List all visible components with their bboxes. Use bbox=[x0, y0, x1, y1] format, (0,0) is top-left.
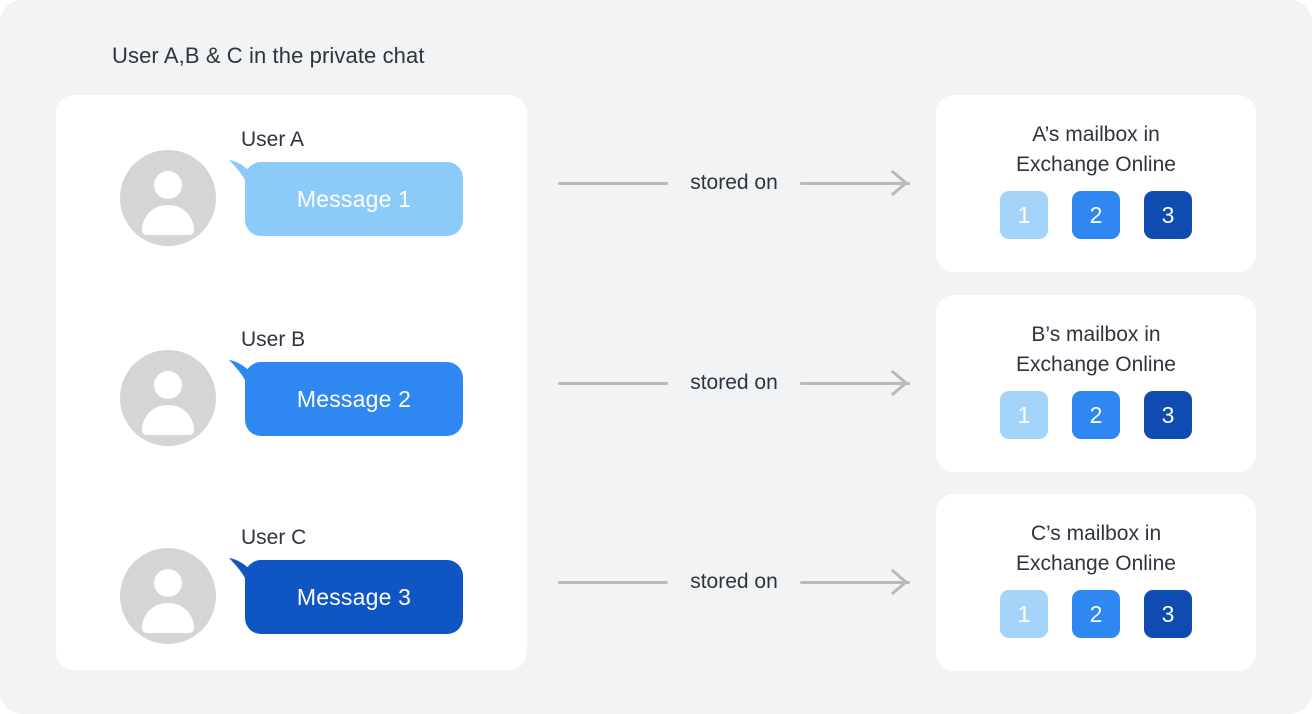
person-icon-head bbox=[154, 171, 182, 199]
connector-arrow: stored on bbox=[558, 566, 910, 598]
avatar bbox=[120, 350, 216, 446]
person-icon-head bbox=[154, 569, 182, 597]
arrow-right-icon bbox=[890, 169, 909, 197]
message-chip: 2 bbox=[1072, 391, 1120, 439]
person-icon-body bbox=[142, 205, 194, 235]
connector-label: stored on bbox=[690, 371, 778, 394]
chat-row: User B Message 2 bbox=[56, 320, 527, 480]
connector-line-right bbox=[800, 581, 910, 584]
mailbox-card: A’s mailbox in Exchange Online 1 2 3 bbox=[936, 95, 1256, 272]
message-bubble: Message 1 bbox=[245, 162, 463, 236]
connector-label: stored on bbox=[690, 171, 778, 194]
message-bubble-wrap: Message 1 bbox=[229, 160, 463, 236]
arrow-right-icon bbox=[890, 568, 909, 596]
user-label: User C bbox=[241, 526, 307, 549]
mailbox-message-list: 1 2 3 bbox=[936, 391, 1256, 439]
mailbox-title: B’s mailbox in Exchange Online bbox=[1016, 323, 1176, 376]
chat-row: User C Message 3 bbox=[56, 518, 527, 678]
private-chat-card: User A Message 1 User B Message 2 bbox=[56, 95, 527, 670]
mailbox-message-list: 1 2 3 bbox=[936, 590, 1256, 638]
message-chip: 1 bbox=[1000, 191, 1048, 239]
page-title: User A,B & C in the private chat bbox=[112, 43, 425, 68]
message-chip: 3 bbox=[1144, 191, 1192, 239]
person-icon-body bbox=[142, 603, 194, 633]
message-chip: 1 bbox=[1000, 391, 1048, 439]
connector-line-left bbox=[558, 581, 668, 584]
avatar bbox=[120, 548, 216, 644]
connector-line-right bbox=[800, 182, 910, 185]
connector-arrow: stored on bbox=[558, 167, 910, 199]
person-icon-head bbox=[154, 371, 182, 399]
mailbox-card: B’s mailbox in Exchange Online 1 2 3 bbox=[936, 295, 1256, 472]
connector-line-right bbox=[800, 382, 910, 385]
message-chip: 3 bbox=[1144, 391, 1192, 439]
message-bubble: Message 2 bbox=[245, 362, 463, 436]
connector-line-left bbox=[558, 382, 668, 385]
mailbox-card: C’s mailbox in Exchange Online 1 2 3 bbox=[936, 494, 1256, 671]
user-label: User A bbox=[241, 128, 305, 151]
person-icon-body bbox=[142, 405, 194, 435]
connector-line-left bbox=[558, 182, 668, 185]
arrow-right-icon bbox=[890, 369, 909, 397]
message-chip: 2 bbox=[1072, 191, 1120, 239]
message-chip: 1 bbox=[1000, 590, 1048, 638]
message-bubble-wrap: Message 2 bbox=[229, 360, 463, 436]
connector-label: stored on bbox=[690, 570, 778, 593]
connector-arrow: stored on bbox=[558, 367, 910, 399]
message-chip: 3 bbox=[1144, 590, 1192, 638]
mailbox-title: A’s mailbox in Exchange Online bbox=[1016, 123, 1176, 176]
chat-row: User A Message 1 bbox=[56, 120, 527, 280]
message-chip: 2 bbox=[1072, 590, 1120, 638]
avatar bbox=[120, 150, 216, 246]
mailbox-message-list: 1 2 3 bbox=[936, 191, 1256, 239]
user-label: User B bbox=[241, 328, 306, 351]
message-bubble: Message 3 bbox=[245, 560, 463, 634]
message-bubble-wrap: Message 3 bbox=[229, 558, 463, 634]
mailbox-title: C’s mailbox in Exchange Online bbox=[1016, 522, 1176, 575]
